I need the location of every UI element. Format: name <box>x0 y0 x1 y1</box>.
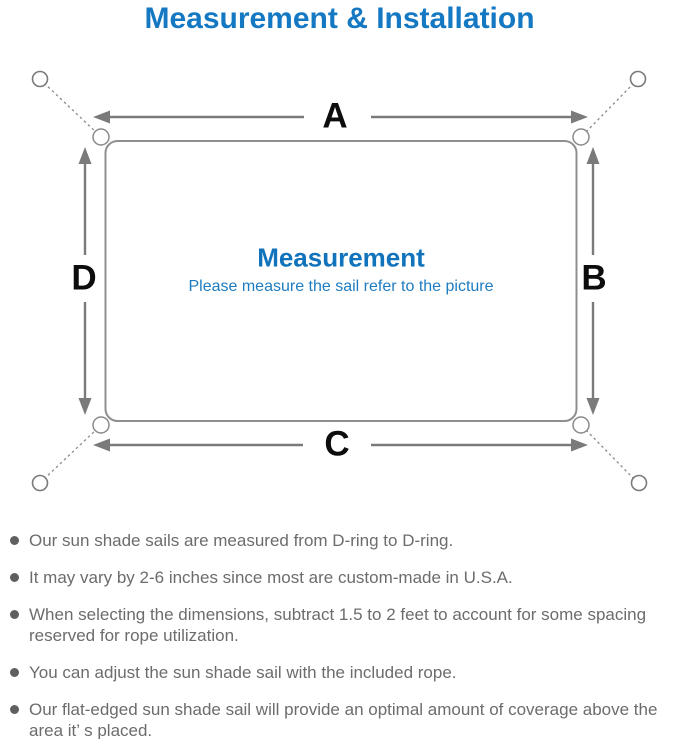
list-item: You can adjust the sun shade sail with t… <box>10 662 672 683</box>
bullet-icon <box>10 536 19 545</box>
note-text: You can adjust the sun shade sail with t… <box>29 663 457 682</box>
tether-line-top-left <box>43 82 99 135</box>
tether-line-bottom-right <box>583 427 635 480</box>
corner-d-rings <box>92 128 590 434</box>
notes-list: Our sun shade sails are measured from D-… <box>10 530 672 739</box>
sail-diagram-canvas <box>31 70 648 492</box>
note-text: Our flat-edged sun shade sail will provi… <box>29 700 658 739</box>
bullet-icon <box>10 573 19 582</box>
list-item: Our flat-edged sun shade sail will provi… <box>10 699 672 739</box>
d-ring-icon-top-left <box>92 128 110 146</box>
tether-line-bottom-left <box>43 427 99 480</box>
dim-label-a: A <box>322 96 348 136</box>
dim-label-b: B <box>581 258 607 298</box>
list-item: It may vary by 2-6 inches since most are… <box>10 567 672 588</box>
note-text: When selecting the dimensions, subtract … <box>29 605 647 645</box>
d-ring-icon-bottom-left <box>92 416 110 434</box>
measurement-diagram: A B C D Measurement Please measure the s… <box>31 70 648 492</box>
list-item: When selecting the dimensions, subtract … <box>10 604 672 646</box>
dimension-arrows <box>78 110 600 452</box>
dim-label-d: D <box>71 258 97 298</box>
bullet-icon <box>10 610 19 619</box>
dim-arrow-c <box>93 438 588 452</box>
note-text: Our sun shade sails are measured from D-… <box>29 531 454 550</box>
d-ring-icon-bottom-right <box>572 416 590 434</box>
anchor-ring-icon-top-left <box>31 70 49 88</box>
dim-label-c: C <box>324 424 350 464</box>
page-title: Measurement & Installation <box>144 2 535 35</box>
dim-arrow-a <box>93 110 588 124</box>
sail-outline <box>104 140 578 422</box>
diagram-center-subtitle: Please measure the sail refer to the pic… <box>188 278 494 295</box>
d-ring-icon-top-right <box>572 128 590 146</box>
anchor-ring-icon-bottom-right <box>630 474 648 492</box>
bullet-icon <box>10 705 19 714</box>
diagram-center-title: Measurement <box>257 242 425 273</box>
bullet-icon <box>10 668 19 677</box>
anchor-ring-icon-bottom-left <box>31 474 49 492</box>
dim-arrow-b <box>586 147 600 415</box>
anchor-ring-icon-top-right <box>629 70 647 88</box>
list-item: Our sun shade sails are measured from D-… <box>10 530 672 551</box>
note-text: It may vary by 2-6 inches since most are… <box>29 568 513 587</box>
tether-lines <box>43 82 635 480</box>
dim-arrow-d <box>78 147 92 415</box>
tether-line-top-right <box>583 82 635 135</box>
anchor-rings <box>31 70 648 492</box>
